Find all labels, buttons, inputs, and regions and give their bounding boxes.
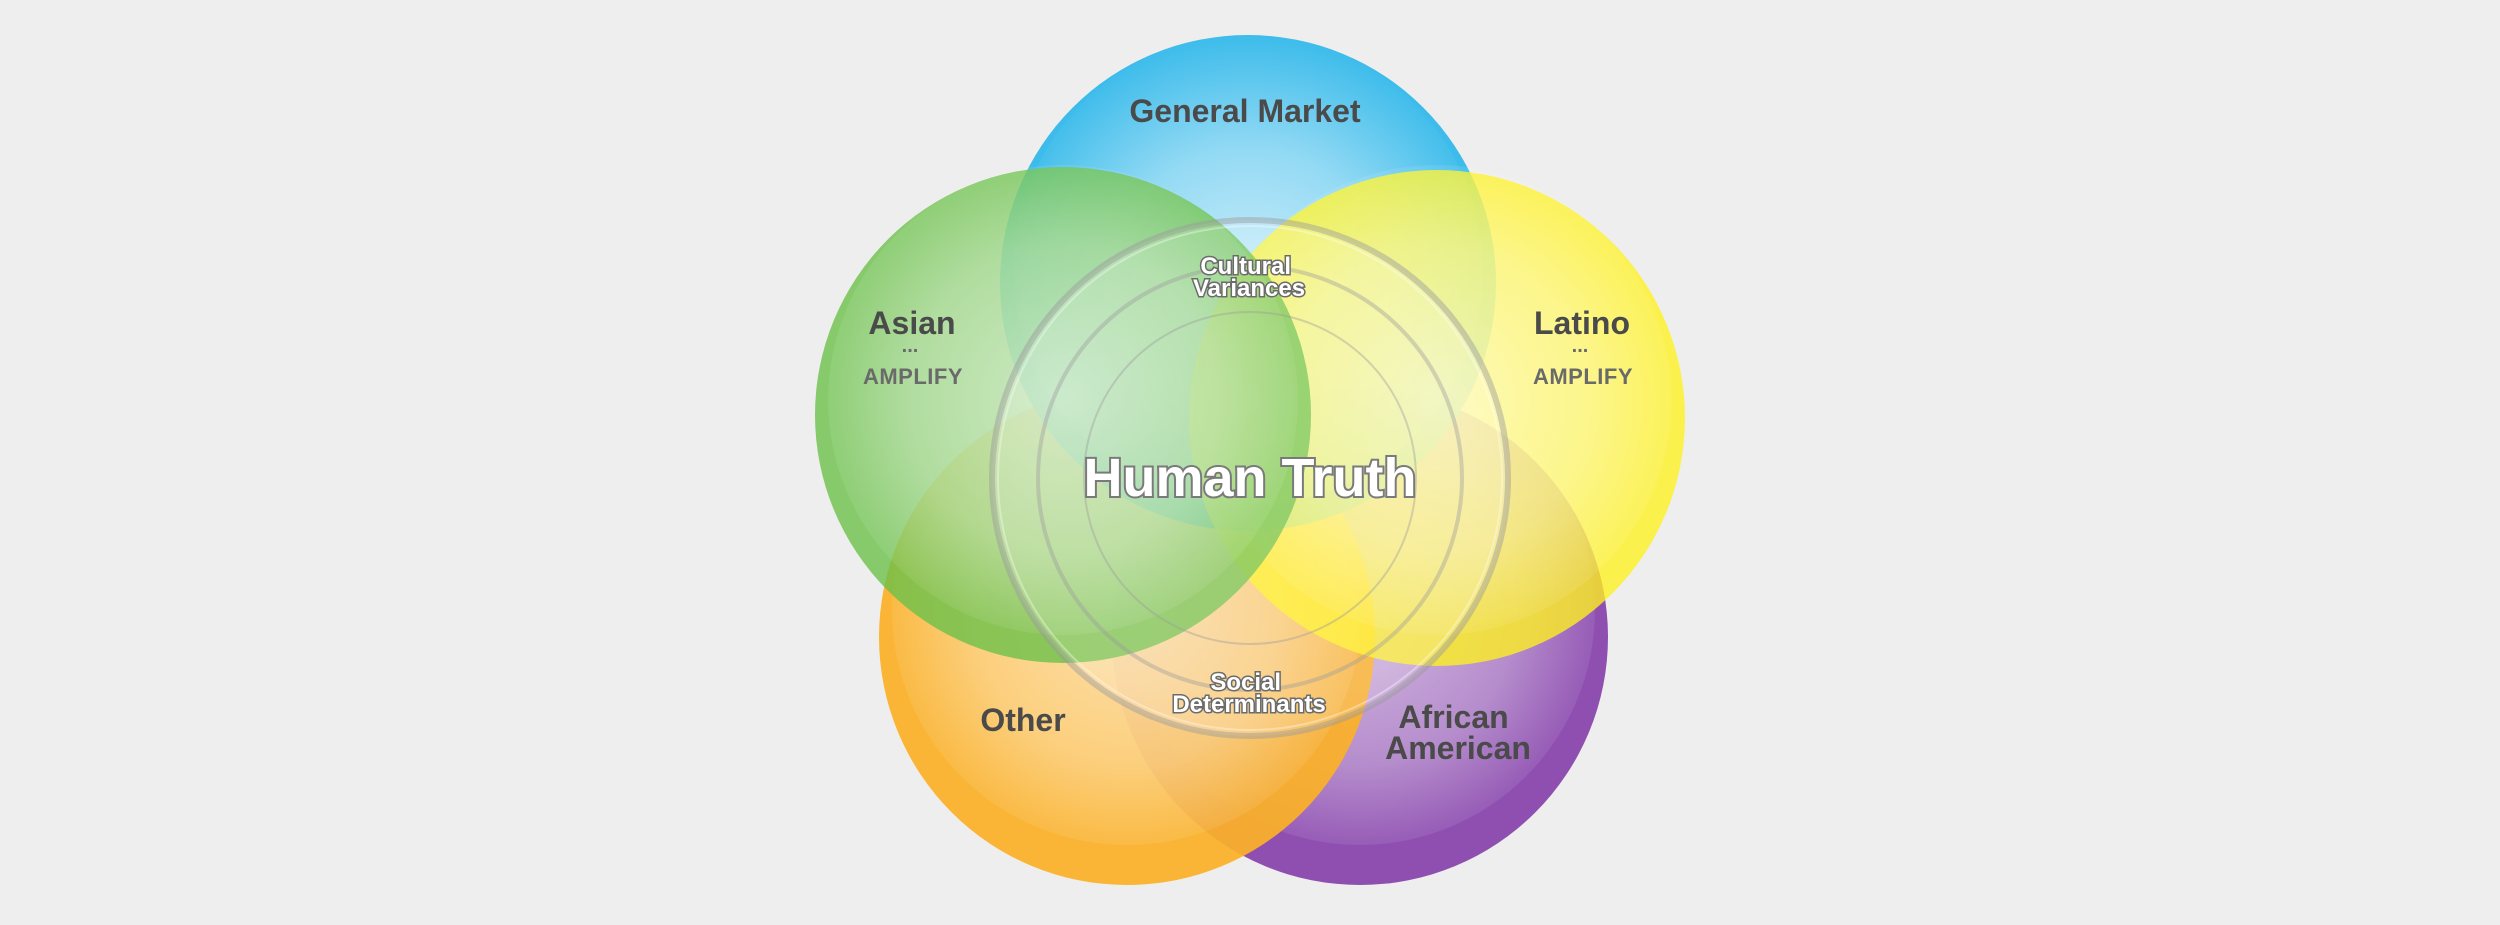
circle-asian-highlight <box>828 165 1298 635</box>
label-social-determinants-line-1: Social <box>1210 669 1281 696</box>
outer-ring <box>989 217 1511 739</box>
outer-ring-inner-edge <box>997 225 1503 731</box>
label-general-market-line-1: General Market <box>1129 93 1361 129</box>
circle-latino <box>1189 165 1685 666</box>
outer-ring-fill <box>992 220 1508 736</box>
label-human-truth: Human Truth <box>1084 448 1417 508</box>
label-asian-dots: ... <box>902 335 919 357</box>
label-social-determinants: Social Determinants <box>1172 669 1325 718</box>
label-latino: Latino <box>1534 305 1630 341</box>
label-social-determinants-line-2: Determinants <box>1172 691 1325 718</box>
label-other: Other <box>980 702 1065 738</box>
inner-ring <box>1083 311 1417 645</box>
label-african-american: African American <box>1385 699 1531 766</box>
center-rings <box>989 217 1511 739</box>
label-cultural-variances-line-1: Cultural <box>1200 253 1291 280</box>
label-asian: Asian <box>868 305 955 341</box>
label-asian-sub: AMPLIFY <box>863 364 963 389</box>
circle-latino-highlight <box>1202 165 1672 635</box>
middle-ring <box>1036 264 1464 692</box>
label-african-american-line-2: American <box>1385 730 1531 766</box>
label-cultural-variances: Cultural Variances <box>1193 253 1305 302</box>
label-general-market: General Market <box>1129 93 1361 129</box>
label-latino-sub: AMPLIFY <box>1533 364 1633 389</box>
label-latino-dots: ... <box>1572 335 1589 357</box>
label-african-american-line-1: African <box>1398 699 1508 735</box>
circle-asian <box>815 165 1311 663</box>
label-cultural-variances-line-2: Variances <box>1193 275 1305 302</box>
